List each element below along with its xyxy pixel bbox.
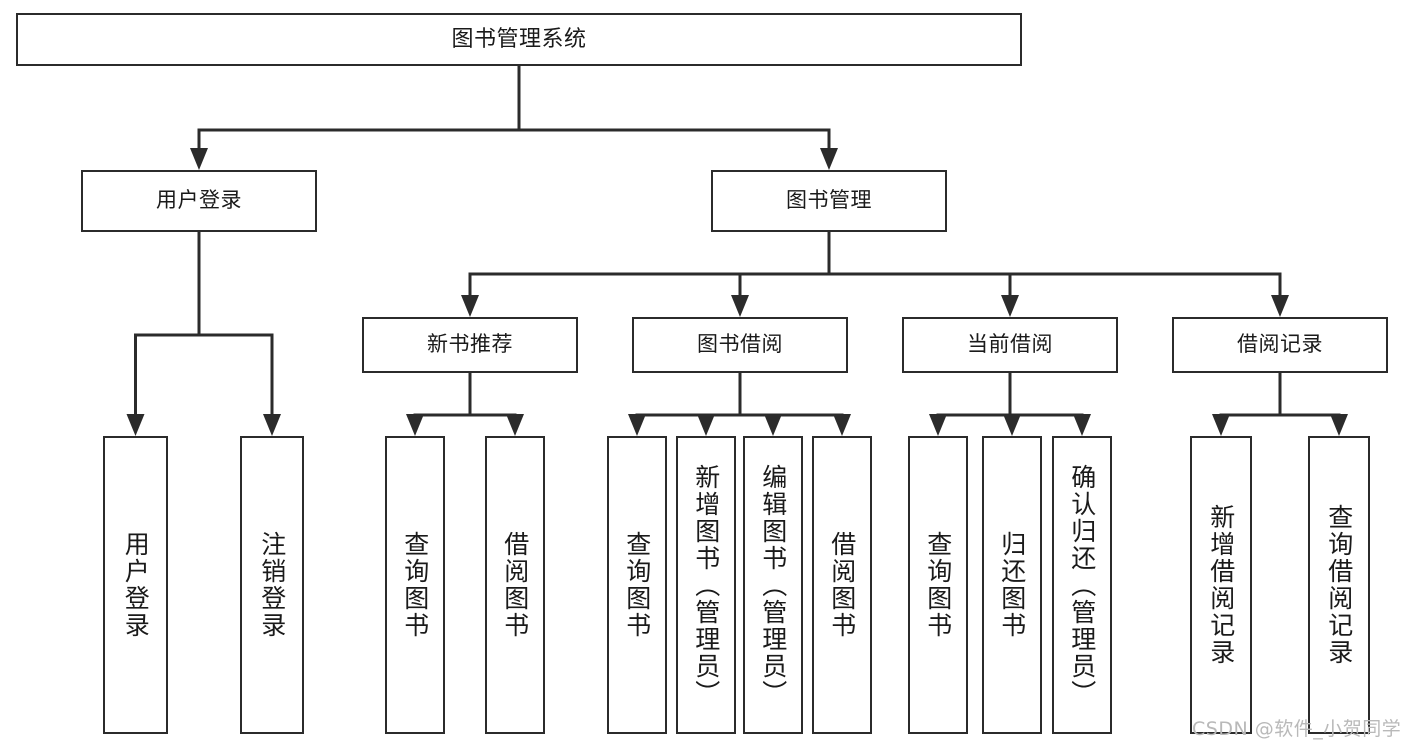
node-label: 查询图书 bbox=[400, 531, 430, 639]
node-l3-record-add[interactable]: 新增借阅记录 bbox=[1190, 436, 1252, 734]
node-l3-borrow-add[interactable]: 新增图书（管理员） bbox=[676, 436, 736, 734]
node-l3-current-confirm[interactable]: 确认归还（管理员） bbox=[1052, 436, 1112, 734]
node-label: 编辑图书（管理员） bbox=[758, 463, 788, 707]
node-l1-user[interactable]: 用户登录 bbox=[81, 170, 317, 232]
node-label: 确认归还（管理员） bbox=[1067, 463, 1097, 707]
node-label: 图书管理系统 bbox=[451, 26, 587, 52]
node-label: 查询借阅记录 bbox=[1324, 504, 1354, 666]
node-label: 查询图书 bbox=[622, 531, 652, 639]
node-l1-book[interactable]: 图书管理 bbox=[711, 170, 947, 232]
node-label: 查询图书 bbox=[923, 531, 953, 639]
node-l3-borrow-lend[interactable]: 借阅图书 bbox=[812, 436, 872, 734]
node-l3-borrow-edit[interactable]: 编辑图书（管理员） bbox=[743, 436, 803, 734]
node-l3-user-login[interactable]: 用户登录 bbox=[103, 436, 168, 734]
node-label: 用户登录 bbox=[156, 188, 242, 213]
node-l2-current[interactable]: 当前借阅 bbox=[902, 317, 1118, 373]
node-l3-current-query[interactable]: 查询图书 bbox=[908, 436, 968, 734]
node-label: 归还图书 bbox=[997, 531, 1027, 639]
node-l3-borrow-query[interactable]: 查询图书 bbox=[607, 436, 667, 734]
node-label: 当前借阅 bbox=[967, 332, 1053, 357]
node-label: 借阅图书 bbox=[827, 531, 857, 639]
node-l2-borrow[interactable]: 图书借阅 bbox=[632, 317, 848, 373]
node-l3-user-logout[interactable]: 注销登录 bbox=[240, 436, 304, 734]
node-label: 借阅记录 bbox=[1237, 332, 1323, 357]
node-label: 用户登录 bbox=[121, 531, 151, 639]
node-label: 新书推荐 bbox=[427, 332, 513, 357]
node-label: 新增图书（管理员） bbox=[691, 463, 721, 707]
node-label: 借阅图书 bbox=[500, 531, 530, 639]
node-label: 新增借阅记录 bbox=[1206, 504, 1236, 666]
node-l2-record[interactable]: 借阅记录 bbox=[1172, 317, 1388, 373]
node-l3-record-query[interactable]: 查询借阅记录 bbox=[1308, 436, 1370, 734]
node-label: 图书管理 bbox=[786, 188, 872, 213]
node-l3-current-return[interactable]: 归还图书 bbox=[982, 436, 1042, 734]
node-l3-new-borrow[interactable]: 借阅图书 bbox=[485, 436, 545, 734]
node-l3-new-query[interactable]: 查询图书 bbox=[385, 436, 445, 734]
node-root[interactable]: 图书管理系统 bbox=[16, 13, 1022, 66]
node-label: 注销登录 bbox=[257, 531, 287, 639]
node-l2-new[interactable]: 新书推荐 bbox=[362, 317, 578, 373]
node-label: 图书借阅 bbox=[697, 332, 783, 357]
